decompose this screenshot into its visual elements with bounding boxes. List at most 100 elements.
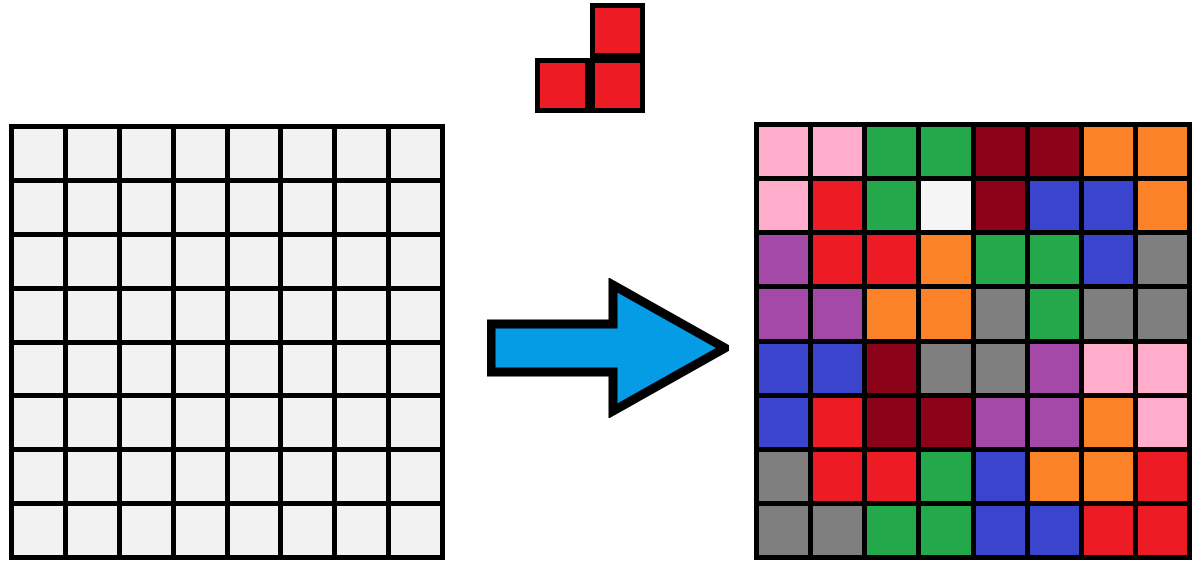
empty-board-cell-r0-c3[interactable] (175, 129, 225, 178)
filled-board-cell-r4-c4[interactable] (975, 343, 1025, 393)
filled-board-cell-r6-c7[interactable] (1137, 451, 1187, 501)
empty-board-cell-r4-c3[interactable] (175, 344, 225, 394)
empty-board-cell-r7-c3[interactable] (175, 506, 225, 555)
filled-board-cell-r5-c3[interactable] (921, 397, 971, 447)
empty-board-cell-r1-c0[interactable] (14, 182, 63, 232)
filled-board-cell-r1-c5[interactable] (1029, 181, 1079, 231)
filled-board-cell-r0-c6[interactable] (1083, 127, 1133, 177)
filled-board-grid[interactable] (754, 122, 1192, 560)
empty-board-cell-r6-c6[interactable] (337, 452, 387, 502)
empty-board-cell-r6-c4[interactable] (229, 452, 279, 502)
filled-board-cell-r0-c1[interactable] (813, 127, 863, 177)
filled-board-cell-r1-c1[interactable] (813, 181, 863, 231)
filled-board-cell-r5-c6[interactable] (1083, 397, 1133, 447)
empty-board-cell-r7-c5[interactable] (283, 506, 333, 555)
empty-board-cell-r5-c2[interactable] (121, 398, 171, 448)
filled-board-cell-r2-c6[interactable] (1083, 235, 1133, 285)
filled-board-cell-r1-c3[interactable] (921, 181, 971, 231)
empty-board-cell-r4-c6[interactable] (337, 344, 387, 394)
empty-board-cell-r3-c1[interactable] (67, 290, 117, 340)
empty-board-cell-r4-c2[interactable] (121, 344, 171, 394)
empty-board-cell-r7-c0[interactable] (14, 506, 63, 555)
filled-board-cell-r7-c3[interactable] (921, 505, 971, 555)
filled-board-cell-r7-c0[interactable] (759, 505, 809, 555)
empty-board-cell-r7-c7[interactable] (391, 506, 440, 555)
empty-board-cell-r7-c4[interactable] (229, 506, 279, 555)
filled-board-cell-r4-c6[interactable] (1083, 343, 1133, 393)
empty-board-cell-r3-c0[interactable] (14, 290, 63, 340)
empty-board-cell-r0-c6[interactable] (337, 129, 387, 178)
filled-board-cell-r3-c1[interactable] (813, 289, 863, 339)
empty-board-cell-r1-c5[interactable] (283, 182, 333, 232)
empty-board-cell-r6-c2[interactable] (121, 452, 171, 502)
empty-board-cell-r2-c3[interactable] (175, 236, 225, 286)
filled-board-cell-r4-c5[interactable] (1029, 343, 1079, 393)
filled-board-cell-r6-c6[interactable] (1083, 451, 1133, 501)
filled-board-cell-r7-c7[interactable] (1137, 505, 1187, 555)
filled-board-cell-r2-c0[interactable] (759, 235, 809, 285)
filled-board-cell-r7-c4[interactable] (975, 505, 1025, 555)
empty-board-cell-r4-c4[interactable] (229, 344, 279, 394)
empty-board-cell-r6-c3[interactable] (175, 452, 225, 502)
filled-board-cell-r1-c2[interactable] (867, 181, 917, 231)
empty-board-cell-r0-c4[interactable] (229, 129, 279, 178)
filled-board-cell-r5-c4[interactable] (975, 397, 1025, 447)
filled-board-cell-r7-c2[interactable] (867, 505, 917, 555)
empty-board-cell-r3-c4[interactable] (229, 290, 279, 340)
filled-board-cell-r2-c2[interactable] (867, 235, 917, 285)
filled-board-cell-r5-c1[interactable] (813, 397, 863, 447)
empty-board-cell-r3-c6[interactable] (337, 290, 387, 340)
empty-board-cell-r3-c7[interactable] (391, 290, 440, 340)
empty-board-cell-r4-c0[interactable] (14, 344, 63, 394)
empty-board-cell-r2-c7[interactable] (391, 236, 440, 286)
empty-board-cell-r7-c1[interactable] (67, 506, 117, 555)
empty-board-cell-r0-c1[interactable] (67, 129, 117, 178)
filled-board-cell-r7-c5[interactable] (1029, 505, 1079, 555)
empty-board-cell-r7-c6[interactable] (337, 506, 387, 555)
empty-board-cell-r7-c2[interactable] (121, 506, 171, 555)
filled-board-cell-r3-c3[interactable] (921, 289, 971, 339)
filled-board-cell-r0-c4[interactable] (975, 127, 1025, 177)
filled-board-cell-r3-c4[interactable] (975, 289, 1025, 339)
filled-board-cell-r1-c6[interactable] (1083, 181, 1133, 231)
filled-board-cell-r4-c7[interactable] (1137, 343, 1187, 393)
filled-board-cell-r6-c4[interactable] (975, 451, 1025, 501)
empty-board-cell-r1-c6[interactable] (337, 182, 387, 232)
empty-board-cell-r5-c4[interactable] (229, 398, 279, 448)
filled-board-cell-r6-c0[interactable] (759, 451, 809, 501)
empty-board-cell-r2-c5[interactable] (283, 236, 333, 286)
empty-board-cell-r5-c1[interactable] (67, 398, 117, 448)
empty-board-cell-r0-c7[interactable] (391, 129, 440, 178)
empty-board-cell-r6-c5[interactable] (283, 452, 333, 502)
filled-board-cell-r6-c3[interactable] (921, 451, 971, 501)
filled-board-cell-r4-c0[interactable] (759, 343, 809, 393)
empty-board-cell-r4-c7[interactable] (391, 344, 440, 394)
filled-board-cell-r3-c6[interactable] (1083, 289, 1133, 339)
filled-board-cell-r5-c0[interactable] (759, 397, 809, 447)
empty-board-cell-r0-c0[interactable] (14, 129, 63, 178)
empty-board-cell-r2-c1[interactable] (67, 236, 117, 286)
filled-board-cell-r1-c7[interactable] (1137, 181, 1187, 231)
empty-board-cell-r0-c5[interactable] (283, 129, 333, 178)
filled-board-cell-r0-c0[interactable] (759, 127, 809, 177)
filled-board-cell-r2-c4[interactable] (975, 235, 1025, 285)
empty-board-cell-r0-c2[interactable] (121, 129, 171, 178)
filled-board-cell-r2-c1[interactable] (813, 235, 863, 285)
filled-board-cell-r0-c7[interactable] (1137, 127, 1187, 177)
filled-board-cell-r5-c5[interactable] (1029, 397, 1079, 447)
empty-board-cell-r5-c3[interactable] (175, 398, 225, 448)
empty-board-cell-r2-c2[interactable] (121, 236, 171, 286)
filled-board-cell-r4-c2[interactable] (867, 343, 917, 393)
filled-board-cell-r4-c1[interactable] (813, 343, 863, 393)
empty-board-cell-r1-c1[interactable] (67, 182, 117, 232)
filled-board-cell-r0-c2[interactable] (867, 127, 917, 177)
filled-board-cell-r2-c7[interactable] (1137, 235, 1187, 285)
filled-board-cell-r7-c1[interactable] (813, 505, 863, 555)
filled-board-cell-r3-c2[interactable] (867, 289, 917, 339)
filled-board-cell-r2-c3[interactable] (921, 235, 971, 285)
empty-board-grid[interactable] (9, 124, 445, 560)
filled-board-cell-r0-c5[interactable] (1029, 127, 1079, 177)
filled-board-cell-r3-c0[interactable] (759, 289, 809, 339)
empty-board-cell-r3-c3[interactable] (175, 290, 225, 340)
filled-board-cell-r4-c3[interactable] (921, 343, 971, 393)
